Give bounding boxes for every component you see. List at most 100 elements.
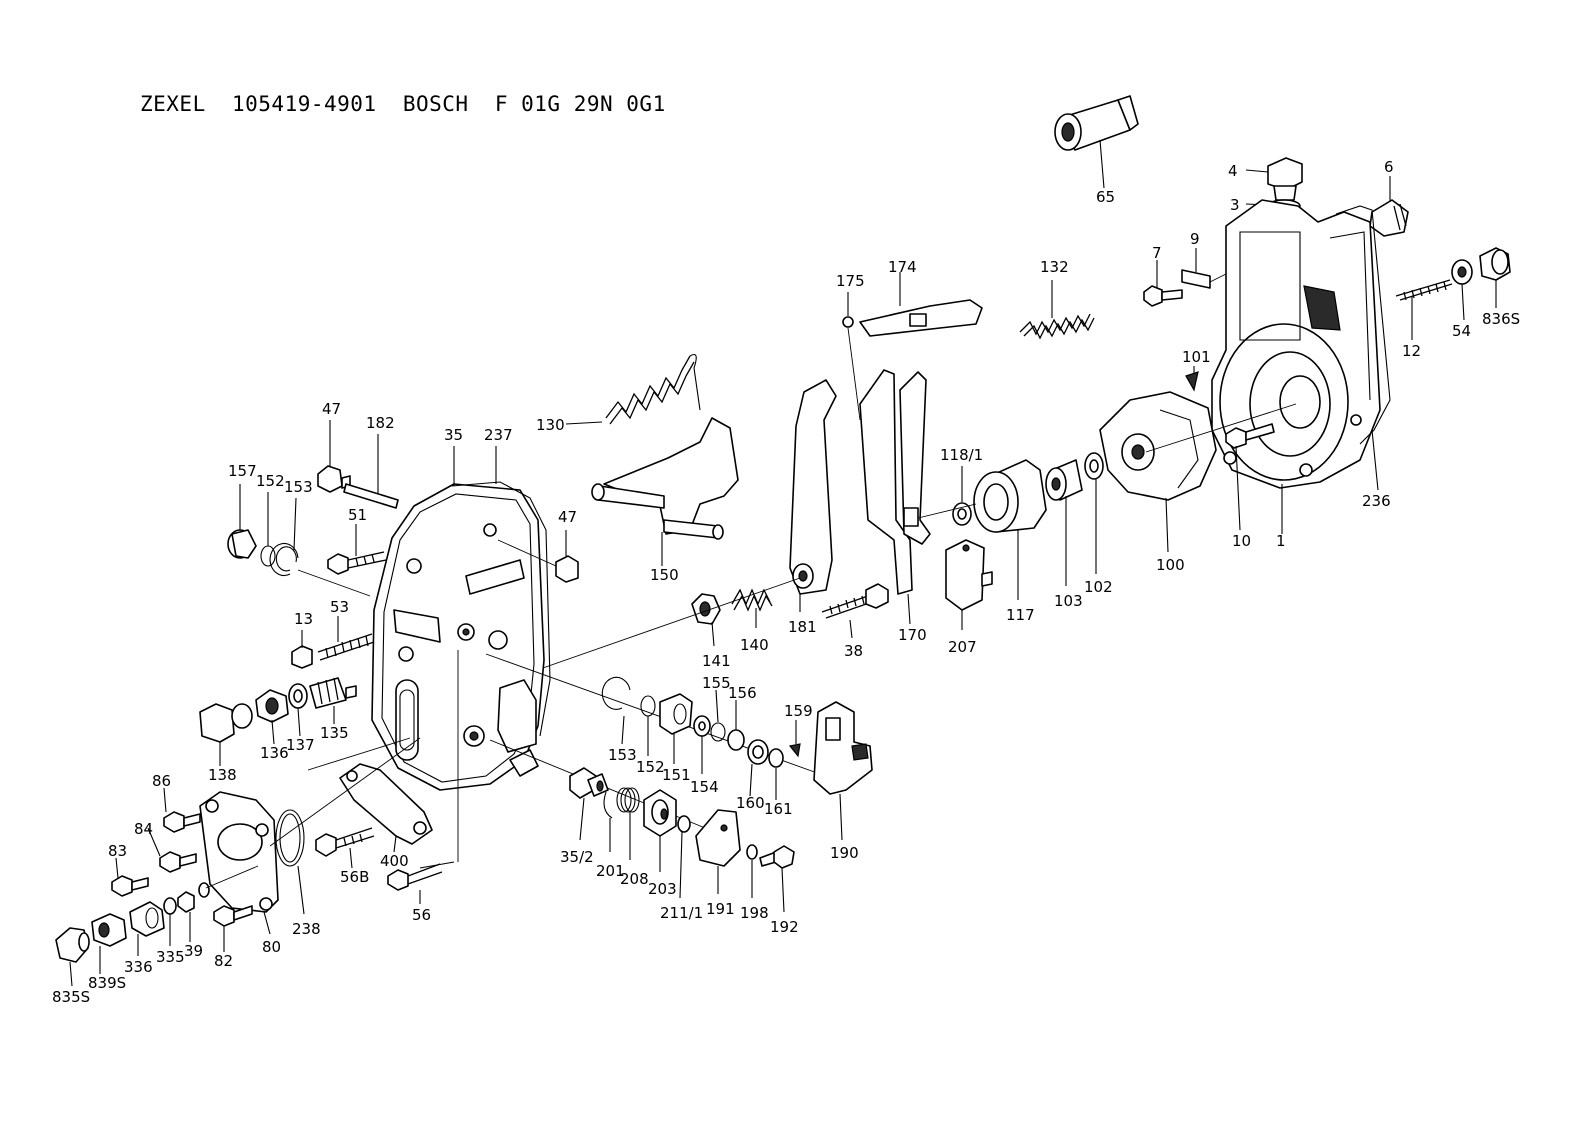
governor-housing-group (1054, 95, 1511, 534)
part-103-bearing (1045, 459, 1083, 586)
label-151: 151 (662, 766, 691, 784)
label-198: 198 (740, 904, 769, 922)
label-211-1: 211/1 (660, 904, 703, 922)
label-236: 236 (1362, 492, 1391, 510)
label-154: 154 (690, 778, 719, 796)
label-140: 140 (740, 636, 769, 654)
label-7: 7 (1152, 244, 1162, 262)
part-47-screw-right (497, 530, 579, 583)
part-132-spring (1019, 280, 1095, 340)
part-118-1-shim (952, 466, 972, 526)
label-3: 3 (1230, 196, 1240, 214)
part-38-screw (821, 583, 889, 639)
label-137: 137 (286, 736, 315, 754)
part-51-bolt (327, 524, 387, 575)
label-181: 181 (788, 618, 817, 636)
part-237-gasket (451, 446, 551, 737)
part-138-cap (199, 703, 253, 766)
label-400: 400 (380, 852, 409, 870)
label-152-center: 152 (636, 758, 665, 776)
part-47-screw-top (317, 420, 351, 493)
part-13-nut (291, 630, 313, 669)
label-170: 170 (898, 626, 927, 644)
label-182: 182 (366, 414, 395, 432)
label-51: 51 (348, 506, 367, 524)
part-400-bracket (307, 737, 433, 853)
label-13: 13 (294, 610, 313, 628)
part-203-damper (643, 789, 677, 872)
label-237: 237 (484, 426, 513, 444)
label-101: 101 (1182, 348, 1211, 366)
part-152-o-ring-center (640, 695, 656, 756)
flyweight-group (952, 391, 1297, 600)
part-836s-cap (1479, 247, 1511, 308)
governor-cover-group (199, 420, 579, 904)
label-56b: 56B (340, 868, 369, 886)
label-39: 39 (184, 942, 203, 960)
label-159: 159 (784, 702, 813, 720)
part-181-lever (789, 379, 837, 612)
label-156: 156 (728, 684, 757, 702)
label-335: 335 (156, 948, 185, 966)
label-10: 10 (1232, 532, 1251, 550)
label-35: 35 (444, 426, 463, 444)
label-118-1: 118/1 (940, 446, 983, 464)
label-84: 84 (134, 820, 153, 838)
part-12-stud (1395, 279, 1453, 340)
part-1-governor-housing (1211, 199, 1381, 534)
label-161: 161 (764, 800, 793, 818)
label-102: 102 (1084, 578, 1113, 596)
part-161-washer (768, 748, 784, 800)
part-137-washer (288, 683, 308, 737)
label-47-top: 47 (322, 400, 341, 418)
part-135-screw (309, 677, 357, 724)
label-65: 65 (1096, 188, 1115, 206)
label-1: 1 (1276, 532, 1286, 550)
label-175: 175 (836, 272, 865, 290)
stop-adjust-group (485, 653, 873, 913)
part-152-o-ring-left (260, 492, 276, 567)
diagram-title: ZEXEL 105419-4901 BOSCH F 01G 29N 0G1 (140, 92, 666, 116)
part-182-pin (343, 434, 399, 509)
label-103: 103 (1054, 592, 1083, 610)
label-83: 83 (108, 842, 127, 860)
part-82-screw (213, 905, 253, 952)
label-132: 132 (1040, 258, 1069, 276)
part-835s-cap (55, 927, 90, 987)
label-141: 141 (702, 652, 731, 670)
part-83-screw (111, 857, 149, 897)
part-190-stop-lever (813, 701, 873, 841)
label-191: 191 (706, 900, 735, 918)
part-6-union (1369, 176, 1409, 237)
label-192: 192 (770, 918, 799, 936)
label-12: 12 (1402, 342, 1421, 360)
label-153-left: 153 (284, 478, 313, 496)
part-336-sleeve (129, 901, 165, 956)
part-157-plug (227, 484, 257, 559)
part-335-washer (163, 897, 177, 946)
part-53-stud (317, 616, 375, 661)
label-53: 53 (330, 598, 349, 616)
part-201-clip (603, 791, 613, 852)
part-65-sleeve (1054, 95, 1139, 189)
part-159-pin (788, 720, 801, 758)
part-140-spring (731, 588, 773, 628)
part-208-spring (616, 787, 640, 860)
label-54: 54 (1452, 322, 1471, 340)
label-56: 56 (412, 906, 431, 924)
part-100-flyweight-holder (1099, 391, 1297, 553)
part-153-circlip-left (269, 497, 371, 597)
lever-group (519, 272, 1095, 677)
part-192-screw (759, 845, 795, 913)
label-203: 203 (648, 880, 677, 898)
part-175-clip (842, 292, 861, 421)
part-238-o-ring (275, 809, 305, 915)
label-150: 150 (650, 566, 679, 584)
part-191-bracket (695, 809, 741, 894)
part-130-spring (565, 353, 701, 425)
part-170-linkage (859, 369, 977, 625)
label-160: 160 (736, 794, 765, 812)
label-38: 38 (844, 642, 863, 660)
part-153-circlip-center (601, 676, 631, 745)
